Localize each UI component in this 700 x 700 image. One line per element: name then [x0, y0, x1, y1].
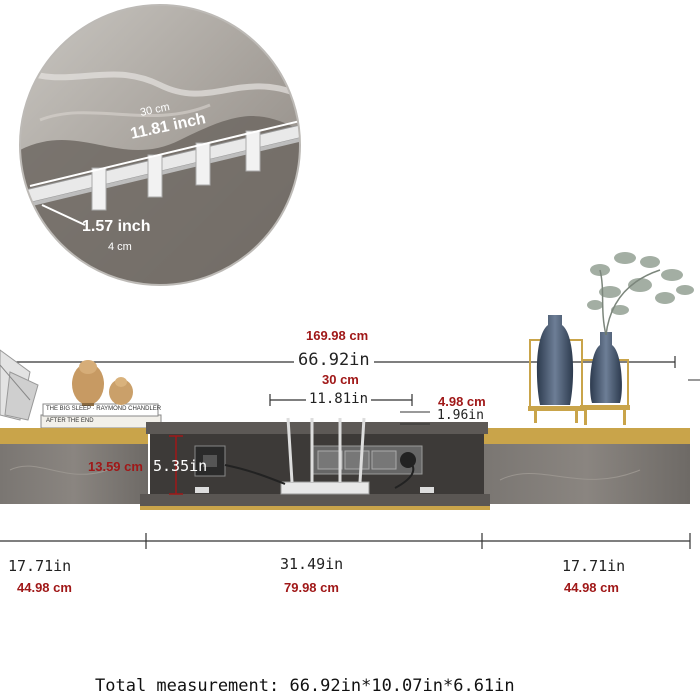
sculpture-lamp: [0, 349, 39, 421]
bird-figurines: [72, 360, 133, 406]
total-measurement-caption: Total measurement: 66.92in*10.07in*6.61i…: [95, 676, 515, 696]
right-module-width-in: 17.71in: [562, 557, 626, 575]
center-module-width-in: 31.49in: [280, 555, 344, 573]
left-module-width-cm: 44.98 cm: [17, 580, 72, 595]
depth-in: 1.96in: [437, 408, 484, 423]
center-module-width-cm: 79.98 cm: [284, 580, 339, 595]
overall-width-cm: 169.98 cm: [306, 328, 369, 343]
inset-thickness-in: 1.57 inch: [82, 218, 151, 235]
height-in: 5.35in: [153, 457, 208, 475]
overall-width-in: 66.92in: [294, 350, 374, 370]
eucalyptus-plant: [587, 252, 694, 336]
book-title-bottom: AFTER THE END: [46, 418, 94, 424]
vase-decor: [528, 315, 630, 425]
right-module-width-cm: 44.98 cm: [564, 580, 619, 595]
book-stack: [40, 403, 162, 429]
height-cm: 13.59 cm: [88, 459, 143, 474]
opening-width-cm: 30 cm: [322, 372, 359, 387]
left-module-width-in: 17.71in: [8, 557, 72, 575]
book-title-top: THE BIG SLEEP · RAYMOND CHANDLER: [46, 406, 162, 412]
depth-cm: 4.98 cm: [438, 394, 486, 409]
detail-inset: [19, 4, 301, 286]
opening-width-in: 11.81in: [306, 391, 372, 407]
inset-thickness-cm: 4 cm: [108, 241, 132, 253]
tv-cabinet: [0, 417, 690, 510]
